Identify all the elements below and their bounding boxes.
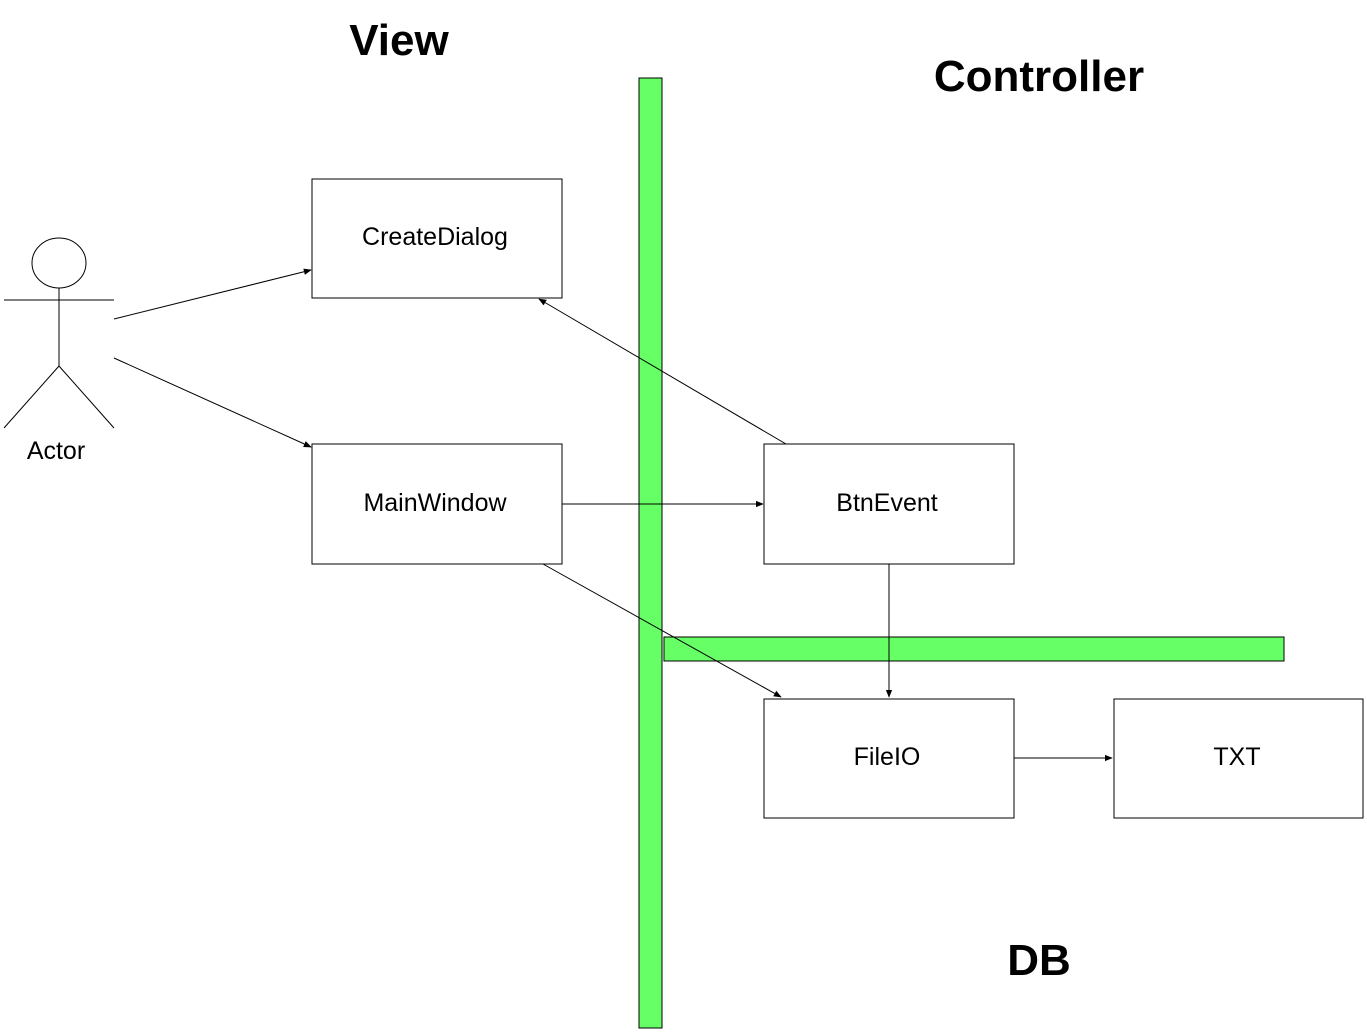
actor-figure (3, 237, 115, 429)
node-main-window-label: MainWindow (363, 489, 507, 517)
node-txt-label: TXT (1213, 743, 1260, 771)
node-main-window-box (311, 443, 563, 565)
node-file-io-box (763, 698, 1015, 819)
actor-left-leg (3, 365, 60, 429)
node-main-window[interactable]: MainWindow (311, 443, 563, 565)
node-create-dialog-box (311, 178, 563, 299)
node-create-dialog-label: CreateDialog (362, 223, 508, 251)
section-title-controller: Controller (934, 52, 1144, 101)
edge-btn-event-to-create-dialog (538, 298, 787, 445)
edge-actor-to-create-dialog (113, 268, 312, 320)
node-txt-box (1113, 698, 1364, 819)
edge-main-window-to-file-io (542, 563, 782, 698)
node-file-io[interactable]: FileIO (763, 698, 1015, 819)
node-btn-event[interactable]: BtnEvent (763, 443, 1015, 565)
node-file-io-label: FileIO (854, 743, 921, 771)
horizontal-separator (663, 636, 1285, 662)
actor-label: Actor (27, 437, 85, 465)
actor-right-leg (58, 365, 115, 429)
section-title-view: View (349, 16, 449, 65)
actor-head (31, 237, 87, 289)
node-btn-event-label: BtnEvent (836, 489, 938, 517)
node-create-dialog[interactable]: CreateDialog (311, 178, 563, 299)
section-title-db: DB (1007, 936, 1071, 985)
node-btn-event-box (763, 443, 1015, 565)
edge-actor-to-main-window (113, 357, 312, 448)
vertical-separator (638, 77, 663, 1029)
node-txt[interactable]: TXT (1113, 698, 1364, 819)
